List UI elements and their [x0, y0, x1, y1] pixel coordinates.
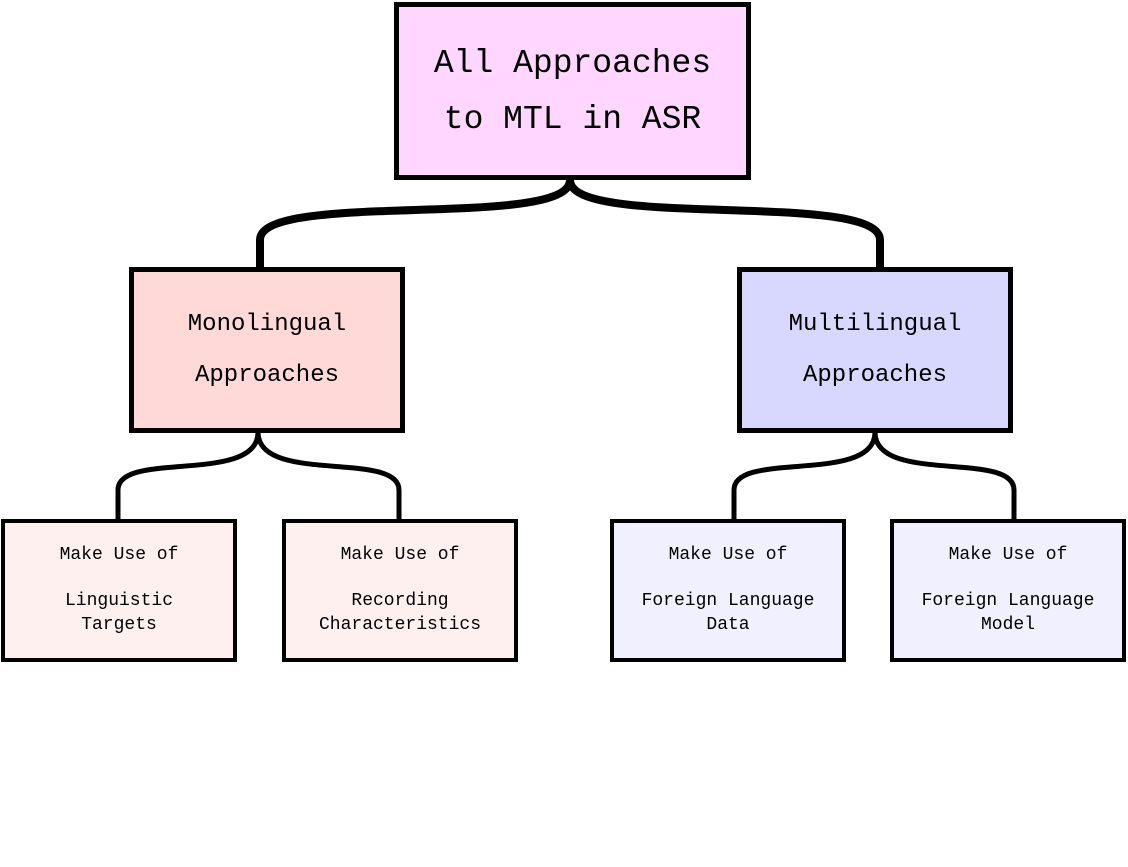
connector-monolingual-to-recording — [255, 431, 402, 520]
root-node-line1: All Approaches — [433, 45, 712, 82]
leaf-line2: Foreign Language — [641, 591, 815, 611]
recording-characteristics-node: Make Use of Recording Characteristics — [282, 519, 518, 662]
multilingual-node-line1: Multilingual — [788, 311, 962, 338]
monolingual-node-line1: Monolingual — [187, 311, 347, 338]
connector-multilingual-to-fl-model — [872, 431, 1017, 520]
leaf-line3: Characteristics — [318, 615, 482, 635]
leaf-line3: Data — [706, 615, 750, 635]
connector-root-to-monolingual — [256, 178, 574, 268]
connector-multilingual-to-fl-data — [731, 431, 878, 520]
leaf-line1: Make Use of — [668, 545, 788, 565]
monolingual-node: Monolingual Approaches — [129, 267, 405, 433]
multilingual-node-line2: Approaches — [802, 362, 948, 389]
foreign-language-model-node: Make Use of Foreign Language Model — [890, 519, 1126, 662]
root-node-line2: to MTL in ASR — [443, 101, 702, 138]
connector-root-to-multilingual — [566, 178, 884, 268]
leaf-line1: Make Use of — [340, 545, 460, 565]
leaf-line2: Linguistic — [64, 591, 174, 611]
foreign-language-data-node: Make Use of Foreign Language Data — [610, 519, 846, 662]
monolingual-node-line2: Approaches — [194, 362, 340, 389]
linguistic-targets-node: Make Use of Linguistic Targets — [1, 519, 237, 662]
leaf-line1: Make Use of — [948, 545, 1068, 565]
leaf-line2: Foreign Language — [921, 591, 1095, 611]
connector-monolingual-to-linguistic — [115, 431, 261, 520]
leaf-line3: Model — [980, 615, 1035, 635]
leaf-line2: Recording — [351, 591, 449, 611]
multilingual-node: Multilingual Approaches — [737, 267, 1013, 433]
root-node: All Approaches to MTL in ASR — [394, 2, 751, 180]
leaf-line3: Targets — [81, 615, 157, 635]
leaf-line1: Make Use of — [59, 545, 179, 565]
